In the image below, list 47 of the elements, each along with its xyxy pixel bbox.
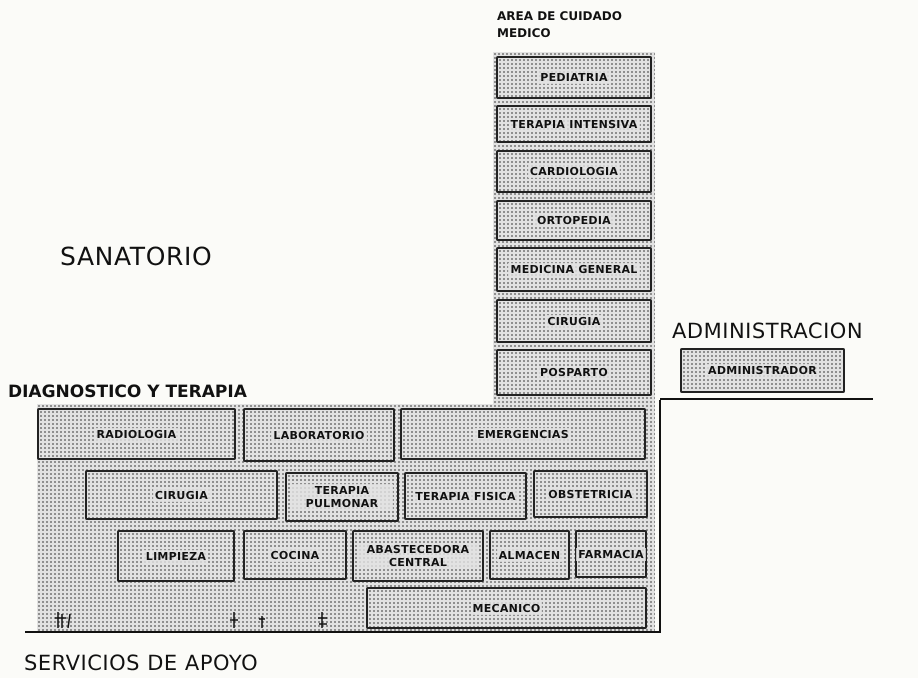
department-name: EMERGENCIAS xyxy=(475,428,571,440)
department-box xyxy=(243,530,347,580)
department-box xyxy=(496,349,652,396)
department-box xyxy=(366,587,647,629)
department-box xyxy=(680,348,845,393)
department-name: LIMPIEZA xyxy=(144,550,208,562)
department-box xyxy=(85,470,278,520)
area-heading: AREA DE CUIDADO MEDICO xyxy=(497,8,623,42)
department-name: MEDICINA GENERAL xyxy=(508,263,640,276)
department-box xyxy=(533,470,648,518)
department-box xyxy=(400,408,646,460)
department-box xyxy=(243,408,395,462)
department-name: COCINA xyxy=(268,548,322,562)
department-box xyxy=(37,408,236,460)
department-name: MECANICO xyxy=(470,602,542,614)
department-box xyxy=(404,472,527,520)
department-name: ADMINISTRADOR xyxy=(706,364,819,377)
department-box xyxy=(489,530,570,580)
department-name: FARMACIA xyxy=(576,548,646,560)
department-name: CIRUGIA xyxy=(545,314,603,328)
department-box xyxy=(496,150,652,193)
department-box xyxy=(496,105,652,143)
area-heading: ADMINISTRACION xyxy=(672,318,864,345)
area-heading: SERVICIOS DE APOYO xyxy=(24,650,260,677)
department-box xyxy=(496,200,652,241)
department-name: LABORATORIO xyxy=(271,428,367,442)
department-box xyxy=(352,530,484,582)
department-name: OBSTETRICIA xyxy=(546,488,635,500)
area-heading: SANATORIO xyxy=(60,241,214,273)
department-box xyxy=(496,299,652,343)
department-name: PEDIATRIA xyxy=(538,71,610,84)
department-name: ABASTECEDORA CENTRAL xyxy=(358,543,478,569)
department-name: POSPARTO xyxy=(538,366,610,379)
department-name: CIRUGIA xyxy=(152,488,210,502)
department-box xyxy=(496,56,652,99)
department-box xyxy=(496,247,652,292)
department-box xyxy=(117,530,235,582)
area-heading: DIAGNOSTICO Y TERAPIA xyxy=(8,381,248,404)
department-name: TERAPIA FISICA xyxy=(413,490,518,502)
department-name: ALMACEN xyxy=(496,548,562,562)
department-box xyxy=(575,530,647,578)
department-name: TERAPIA PULMONAR xyxy=(291,484,393,510)
department-box xyxy=(285,472,399,522)
department-name: ORTOPEDIA xyxy=(535,214,613,227)
department-name: RADIOLOGIA xyxy=(94,428,178,440)
department-name: TERAPIA INTENSIVA xyxy=(508,118,640,130)
department-name: CARDIOLOGIA xyxy=(528,165,620,178)
